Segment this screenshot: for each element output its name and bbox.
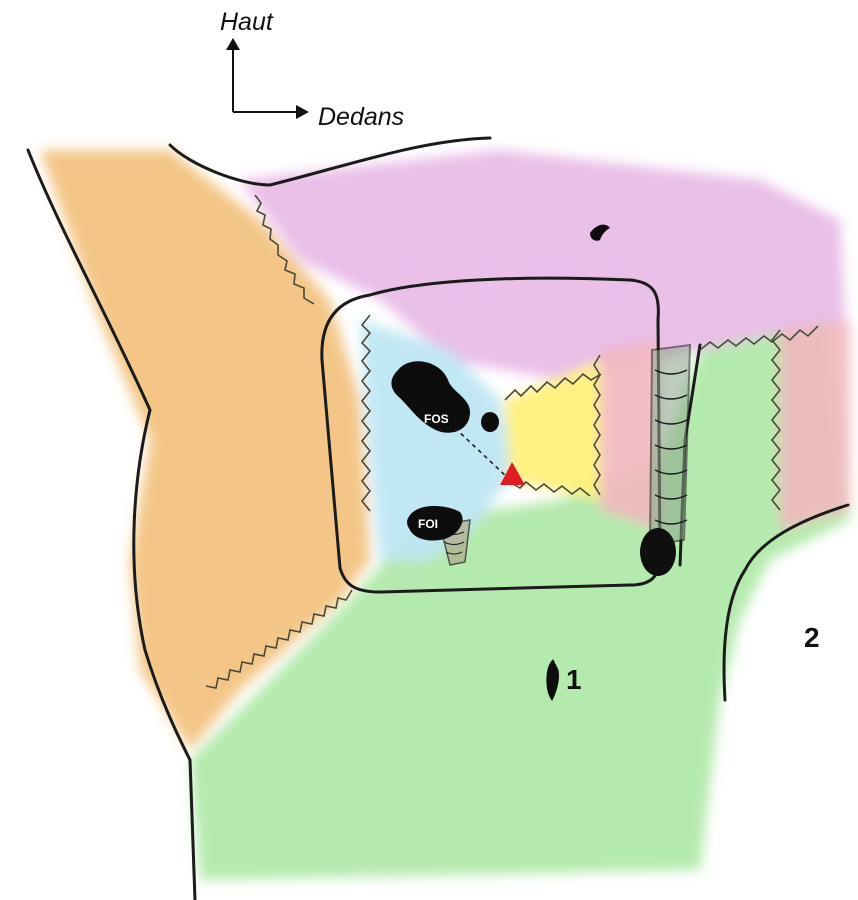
right-arrow-head [296,105,309,119]
rose-region-right [780,320,850,530]
up-arrow-head [226,38,240,50]
fos-label: FOS [424,412,449,426]
label-two: 2 [804,622,820,653]
orientation-indicator: Haut Dedans [220,8,404,131]
foi-label: FOI [418,517,438,531]
canal-black-foramen [640,528,676,576]
small-foramen [481,412,499,432]
right-label: Dedans [318,103,404,131]
label-one: 1 [566,664,582,695]
up-label: Haut [220,8,274,36]
